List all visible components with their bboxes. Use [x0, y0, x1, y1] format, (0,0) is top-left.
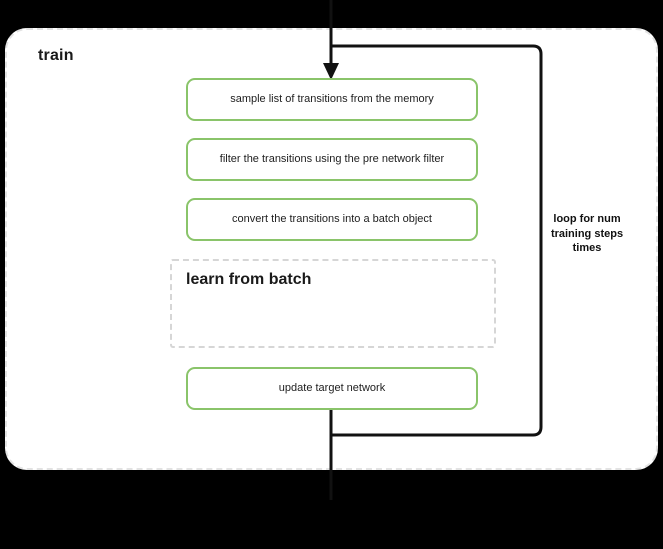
train-block-title: train	[38, 47, 74, 64]
learn-from-batch-title: learn from batch	[186, 271, 312, 288]
step-label: filter the transitions using the pre net…	[219, 152, 445, 165]
learn-from-batch-block[interactable]: learn from batch	[170, 259, 496, 348]
step-label: sample list of transitions from the memo…	[230, 92, 434, 105]
step-box-sample-transitions[interactable]: sample list of transitions from the memo…	[186, 78, 478, 121]
step-box-convert-batch[interactable]: convert the transitions into a batch obj…	[186, 198, 478, 241]
loop-annotation-line-1: loop for num	[553, 213, 621, 225]
loop-annotation-line-2: training steps	[550, 227, 624, 240]
step-box-filter-transitions[interactable]: filter the transitions using the pre net…	[186, 138, 478, 181]
step-label: convert the transitions into a batch obj…	[232, 212, 432, 225]
step-label: update target network	[278, 381, 386, 394]
step-box-update-target-network[interactable]: update target network	[186, 367, 478, 410]
loop-annotation-label: loop for num training steps times	[537, 212, 637, 256]
loop-annotation-line-3: times	[572, 242, 602, 255]
